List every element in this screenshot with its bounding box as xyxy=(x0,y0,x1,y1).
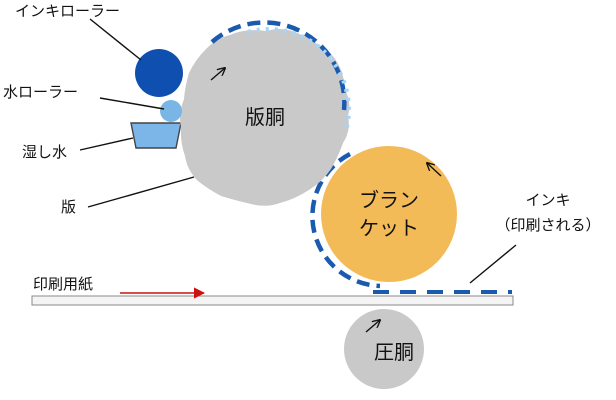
water-roller-leader xyxy=(99,97,165,110)
water-tray xyxy=(130,122,182,149)
impression-rotation-arrow xyxy=(365,320,380,333)
ink-label-line1: インキ xyxy=(525,191,571,209)
water-roller xyxy=(160,100,182,122)
ink-label-leader xyxy=(469,244,517,284)
ink-label-line2: （印刷される） xyxy=(495,216,601,234)
water-roller-label: 水ローラー xyxy=(3,83,79,101)
plate-cylinder-label: 版胴 xyxy=(245,105,285,129)
plate-rotation-arrow xyxy=(210,68,225,81)
plate-leader xyxy=(87,176,195,208)
impression-cylinder-label: 圧胴 xyxy=(374,340,414,364)
printing-paper xyxy=(31,295,514,306)
plate-label: 版 xyxy=(61,198,77,216)
blanket-rotation-arrow xyxy=(427,163,442,177)
impression-cylinder xyxy=(344,309,424,389)
dampening-water-label: 湿し水 xyxy=(22,143,68,161)
paper-label: 印刷用紙 xyxy=(33,275,94,293)
plate-water-arc xyxy=(247,27,351,131)
ink-roller-leader xyxy=(89,18,142,61)
water-tray-leader xyxy=(79,137,134,151)
ink-roller-label: インキローラー xyxy=(15,2,121,20)
ink-roller xyxy=(135,49,183,97)
blanket-label-line1: ブラン xyxy=(359,188,419,212)
plate-ink-arc xyxy=(210,20,347,111)
blanket-label-line2: ケット xyxy=(359,216,419,240)
blanket-cylinder xyxy=(321,146,457,282)
